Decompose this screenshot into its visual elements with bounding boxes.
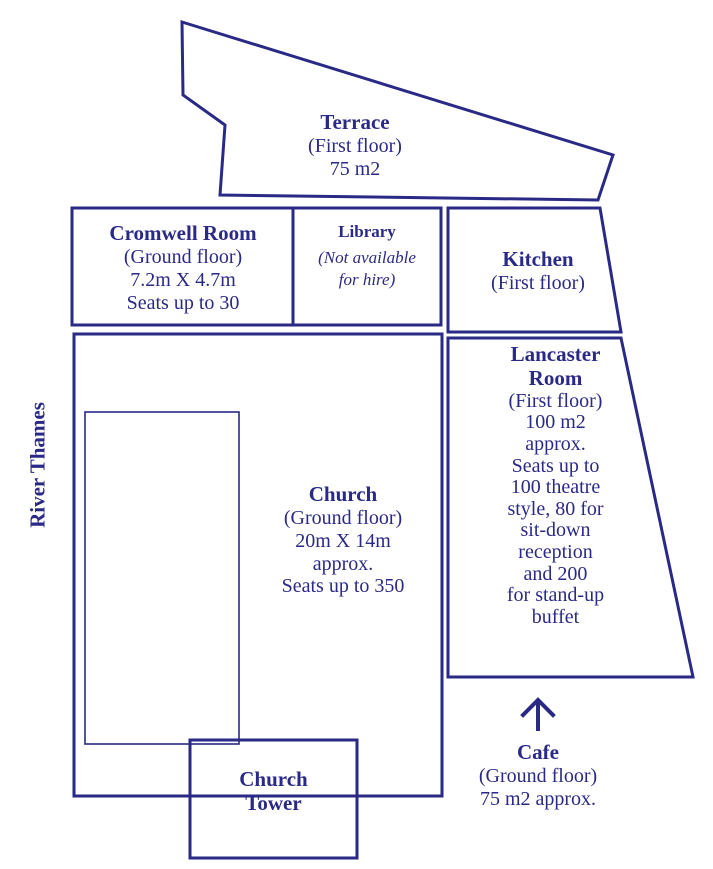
cromwell-room-size: 7.2m X 4.7m <box>130 268 236 291</box>
library-note-line2: for hire) <box>338 270 396 290</box>
lancaster-room-line: (First floor) <box>508 389 603 412</box>
church-floor: (Ground floor) <box>283 506 403 529</box>
terrace-floor: (First floor) <box>308 134 402 157</box>
lancaster-room-line: style, 80 for <box>507 497 604 520</box>
lancaster-room-line: 100 theatre <box>510 476 601 499</box>
church-approx: approx. <box>312 552 374 575</box>
lancaster-room-line: sit-down <box>520 519 591 542</box>
library-note-line1: (Not available <box>318 248 416 268</box>
lancaster-room-line: for stand-up <box>506 584 605 607</box>
lancaster-room-label: Lancaster Room (First floor) 100 m2 appr… <box>448 342 663 628</box>
church-tower-label: Church Tower <box>192 767 355 816</box>
lancaster-room-line: approx. <box>525 433 586 456</box>
terrace-name: Terrace <box>320 110 390 134</box>
cafe-area: 75 m2 approx. <box>479 787 597 810</box>
terrace-area: 75 m2 <box>329 157 381 180</box>
cromwell-room-label: Cromwell Room (Ground floor) 7.2m X 4.7m… <box>78 221 288 314</box>
church-tower-name-line1: Church <box>239 767 308 791</box>
kitchen-outline <box>446 206 623 334</box>
cromwell-room-seats: Seats up to 30 <box>126 291 240 314</box>
kitchen-floor: (First floor) <box>491 271 585 294</box>
library-label: Library (Not available for hire) <box>296 222 438 292</box>
cromwell-room-name: Cromwell Room <box>109 221 257 245</box>
kitchen-name: Kitchen <box>502 247 574 271</box>
cromwell-room-outline <box>70 206 443 327</box>
lancaster-room-name-line2: Room <box>528 365 583 390</box>
kitchen-label: Kitchen (First floor) <box>448 247 628 295</box>
cromwell-room-floor: (Ground floor) <box>123 245 243 268</box>
lancaster-room-line: and 200 <box>523 562 588 585</box>
library-name: Library <box>338 222 396 241</box>
lancaster-room-line: buffet <box>531 605 580 628</box>
lancaster-room-line: Seats up to <box>511 454 600 477</box>
arrow-up-icon <box>520 697 556 731</box>
church-name: Church <box>308 482 378 506</box>
cafe-name: Cafe <box>517 740 559 764</box>
lancaster-room-outline <box>446 336 695 679</box>
terrace-label: Terrace (First floor) 75 m2 <box>270 110 440 181</box>
terrace-outline <box>180 19 615 202</box>
church-size: 20m X 14m <box>295 529 391 552</box>
church-tower-name-line2: Tower <box>245 790 302 815</box>
river-thames-label: River Thames <box>25 402 50 528</box>
church-seats: Seats up to 350 <box>281 575 405 598</box>
cafe-label: Cafe (Ground floor) 75 m2 approx. <box>448 740 628 811</box>
lancaster-room-name-line1: Lancaster <box>510 342 601 366</box>
church-label: Church (Ground floor) 20m X 14m approx. … <box>248 482 438 598</box>
church-tower-outline <box>188 738 359 860</box>
church-inner-area <box>84 411 240 745</box>
lancaster-room-line: 100 m2 <box>525 411 586 434</box>
lancaster-room-line: reception <box>518 541 593 564</box>
cafe-floor: (Ground floor) <box>478 764 598 787</box>
